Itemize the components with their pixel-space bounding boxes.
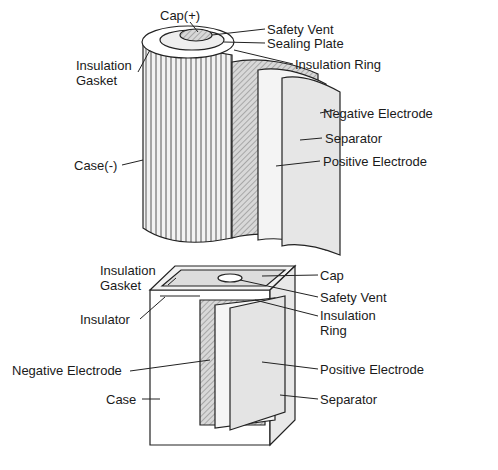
part-label: Safety Vent	[267, 22, 377, 37]
part-label: Positive Electrode	[323, 154, 473, 169]
part-label: Insulation Ring	[295, 57, 425, 72]
leader-line	[190, 22, 198, 32]
leader-line	[212, 29, 265, 35]
part-label: Sealing Plate	[267, 36, 377, 51]
part-label: Cap	[320, 268, 400, 283]
cell-top	[142, 26, 234, 58]
leader-line	[276, 161, 320, 166]
leader-line	[122, 160, 143, 165]
part-label: Safety Vent	[320, 290, 430, 305]
part-label: Insulation Gasket	[100, 263, 175, 293]
part-label: Separator	[320, 392, 430, 407]
part-label: Insulation Gasket	[76, 58, 146, 88]
leader-line	[224, 42, 265, 43]
insulator	[160, 295, 200, 296]
part-label: Insulator	[80, 312, 150, 327]
cap-terminal	[180, 29, 212, 41]
cap-plate	[162, 270, 285, 286]
leader-line	[240, 280, 318, 297]
negative-layer	[230, 296, 285, 430]
part-label: Separator	[325, 131, 435, 146]
leader-line	[300, 138, 322, 140]
prismatic-cell	[150, 266, 295, 445]
leader-line	[280, 395, 318, 399]
part-label: Case(-)	[74, 158, 144, 173]
leader-line	[142, 399, 160, 400]
leader-line	[168, 278, 176, 285]
part-label: Positive Electrode	[320, 362, 470, 377]
part-label: Negative Electrode	[12, 363, 142, 378]
sealing-plate	[160, 30, 224, 50]
part-label: Case	[106, 392, 156, 407]
leader-line	[130, 360, 210, 371]
leader-line	[255, 300, 318, 316]
leader-line	[138, 50, 150, 72]
vent	[218, 274, 242, 282]
leader-line	[140, 297, 165, 319]
leader-line	[262, 362, 318, 369]
part-label: Negative Electrode	[323, 106, 473, 121]
leader-line	[262, 275, 318, 276]
cell-case	[143, 40, 232, 242]
part-label: Insulation Ring	[320, 308, 400, 338]
leader-lines	[122, 22, 335, 399]
leader-line	[234, 50, 293, 64]
part-label: Cap(+)	[160, 8, 240, 23]
